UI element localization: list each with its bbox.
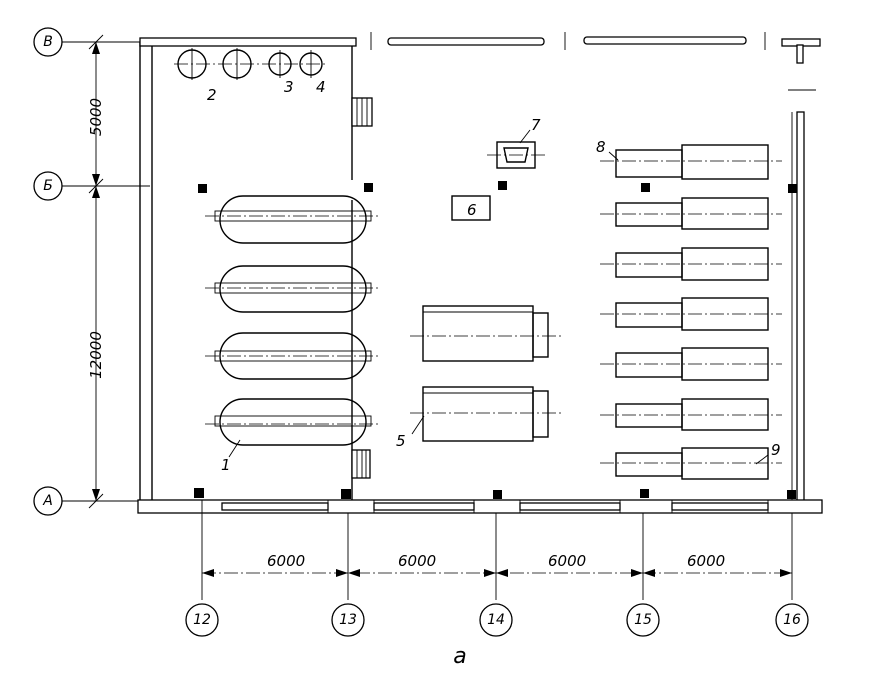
col-axis-14-label: 14 [487,612,505,628]
col-axis-14: 14 [479,603,513,637]
capsule-unit [205,265,380,313]
row-axis-a: А [33,486,63,516]
label-3: 3 [284,78,294,96]
dimension-span-2: 6000 [398,552,436,570]
machine [600,347,782,381]
row-axis-v: В [33,27,63,57]
dimension-span-3: 6000 [548,552,586,570]
door-lower [351,449,371,479]
label-4: 4 [316,78,326,96]
col-axis-16: 16 [775,603,809,637]
label-1: 1 [221,456,231,474]
row-axis-a-label: А [42,493,53,509]
machines-8-9 [600,144,782,480]
machine [600,247,782,281]
unit-7 [487,141,545,169]
machine [600,398,782,431]
label-9: 9 [771,441,781,459]
row-axis-b-label: Б [43,178,53,194]
dimension-span-4: 6000 [687,552,725,570]
machine [600,447,782,480]
row-axis-v-label: В [43,34,53,50]
capsule-units-1 [205,195,380,446]
tanks-2-3-4 [174,48,328,80]
dimension-span-1: 6000 [267,552,305,570]
col-axis-15-label: 15 [634,612,652,628]
structural-columns [194,181,797,499]
vertical-dimension-line [88,34,104,509]
col-axis-16-label: 16 [783,612,801,628]
col-axis-15: 15 [626,603,660,637]
building-walls [137,32,823,514]
door-upper [351,97,373,127]
col-axis-12-label: 12 [193,612,211,628]
figure-caption: а [453,644,466,669]
large-units-5 [410,305,562,442]
capsule-unit [205,332,380,380]
label-6: 6 [467,201,477,219]
capsule-unit [205,398,380,446]
machine [600,297,782,331]
horizontal-dimension-line [202,569,792,577]
label-2: 2 [207,86,217,104]
dimension-5000: 5000 [87,98,105,136]
dimension-12000: 12000 [87,331,105,379]
unit-6 [451,195,491,221]
leader-lines [228,129,769,465]
axis-lines [62,41,793,600]
col-axis-13-label: 13 [339,612,357,628]
label-5: 5 [396,432,406,450]
label-8: 8 [596,138,606,156]
label-7: 7 [531,116,541,134]
machine [600,197,782,230]
capsule-unit [205,195,380,244]
row-axis-b: Б [33,171,63,201]
col-axis-13: 13 [331,603,365,637]
machine [600,144,782,180]
col-axis-12: 12 [185,603,219,637]
